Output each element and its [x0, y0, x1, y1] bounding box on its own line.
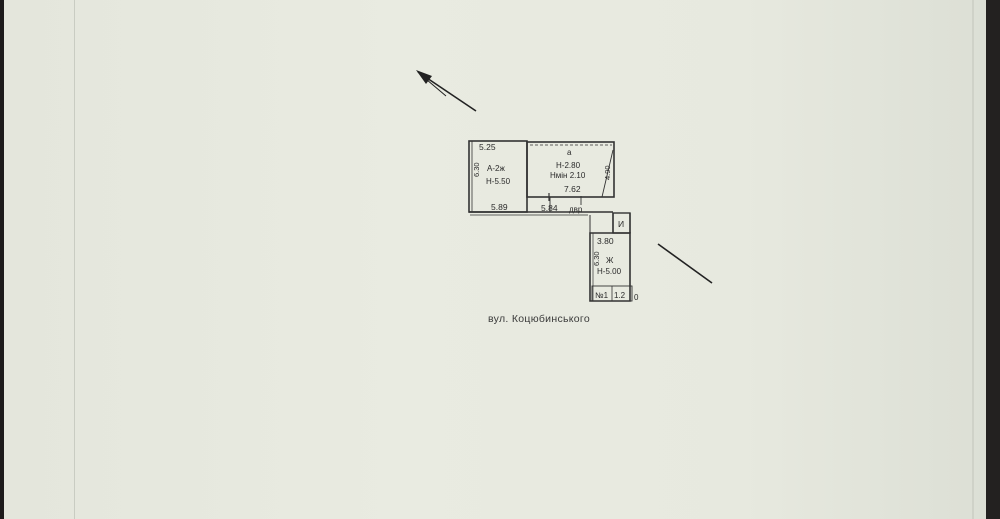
room-a-left-label: А-2ж — [487, 164, 505, 173]
door-label: двр — [569, 205, 583, 214]
passage — [469, 193, 613, 216]
room-a-height: Н-2.80 — [556, 161, 581, 170]
room-a — [526, 141, 615, 198]
sheet-fold-line — [74, 0, 75, 519]
paper-sheet — [4, 0, 990, 519]
room-zh-side-dim: 6.30 — [592, 251, 601, 266]
small-room-label: И — [618, 219, 624, 229]
room-a-left-bottom-dim: 5.89 — [491, 202, 508, 212]
room-zh-height: Н-5.00 — [597, 267, 622, 276]
direction-line — [657, 243, 713, 284]
room-a-height-min: Нмін 2.10 — [550, 171, 586, 180]
north-arrow-icon — [416, 70, 477, 112]
door-dim: 5.84 — [541, 203, 558, 213]
porch-suffix: 0 — [634, 293, 639, 302]
porch-label: №1 — [595, 291, 609, 300]
room-a-label: а — [567, 148, 572, 157]
room-zh-top-dim: 3.80 — [597, 236, 614, 246]
room-a-left-top-dim: 5.25 — [479, 142, 496, 152]
room-a-left-side-dim: 6.30 — [472, 162, 481, 177]
porch — [591, 285, 633, 302]
room-zh-label: Ж — [606, 256, 614, 265]
room-a-left-height: Н-5.50 — [486, 177, 511, 186]
street-name: вул. Коцюбинського — [488, 313, 590, 325]
room-a-bottom-dim: 7.62 — [564, 184, 581, 194]
sheet-edge — [972, 0, 974, 519]
porch-dim: 1.2 — [614, 291, 626, 300]
background-dark-right — [986, 0, 1000, 519]
room-a-side-dim: 4.90 — [603, 165, 612, 180]
